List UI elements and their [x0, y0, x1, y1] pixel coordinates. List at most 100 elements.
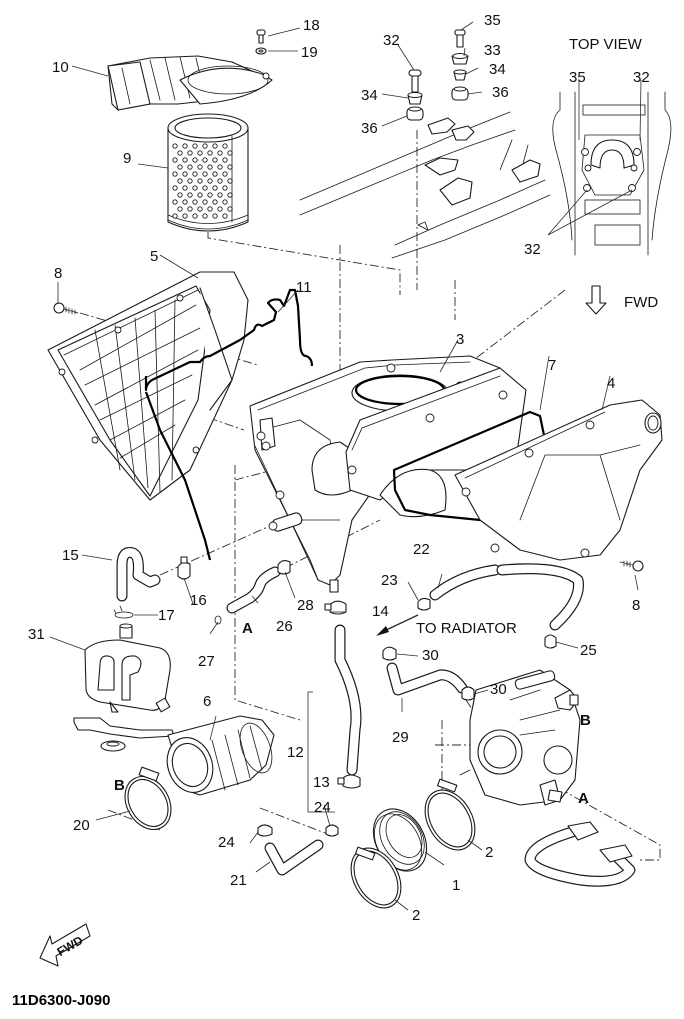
callout-18: 18 — [303, 17, 320, 34]
coolant-clamp-24-right[interactable] — [325, 824, 339, 837]
filter-perforation — [217, 164, 223, 170]
filter-perforation — [222, 185, 228, 191]
coolant-hose-21[interactable] — [264, 839, 324, 876]
callout-36-right: 36 — [492, 84, 509, 101]
mount-bolt-32[interactable] — [408, 69, 422, 93]
callout-24-right: 24 — [314, 799, 331, 816]
intake-duct-10[interactable] — [107, 55, 273, 111]
hose-clamp-2-upper[interactable] — [415, 778, 485, 859]
callout-8-right: 8 — [632, 597, 640, 614]
filter-perforation — [182, 171, 188, 177]
callout-35-hardware: 35 — [484, 12, 501, 29]
filter-perforation — [187, 206, 193, 212]
bushing-34-right[interactable] — [453, 69, 467, 81]
callout-12: 12 — [287, 744, 304, 761]
cover-screw-8-left[interactable] — [53, 302, 79, 315]
callout-34-right: 34 — [489, 61, 506, 78]
callout-15: 15 — [62, 547, 79, 564]
breather-hose-15[interactable] — [116, 547, 161, 602]
filter-perforation — [227, 164, 233, 170]
callout-11: 11 — [296, 279, 312, 296]
callout-4: 4 — [607, 375, 615, 392]
callout-13: 13 — [313, 774, 330, 791]
radiator-hose-clamp-23[interactable] — [417, 597, 431, 611]
callout-2-lower: 2 — [412, 907, 420, 924]
filter-perforation — [227, 150, 233, 156]
intake-adapter-6[interactable] — [160, 715, 278, 799]
callout-28: 28 — [297, 597, 314, 614]
callout-2-upper: 2 — [485, 844, 493, 861]
callout-8-left: 8 — [54, 265, 62, 282]
filter-perforation — [212, 185, 218, 191]
callout-17: 17 — [158, 607, 175, 624]
grommet-36-right[interactable] — [451, 86, 469, 101]
airbox-right-cover-4[interactable] — [454, 399, 663, 561]
vent-clamp-28[interactable] — [277, 559, 291, 575]
filter-perforation — [227, 206, 233, 212]
filter-perforation — [172, 185, 178, 191]
large-clamp-20[interactable] — [116, 766, 180, 838]
filter-perforation — [222, 213, 228, 219]
duct-washer-19[interactable] — [255, 47, 267, 55]
filter-perforation — [212, 143, 218, 149]
filter-perforation — [202, 157, 208, 163]
bypass-hose-29[interactable] — [386, 662, 468, 696]
airbox-left-cover-5[interactable] — [47, 271, 249, 501]
duct-bolt-18[interactable] — [256, 29, 266, 44]
oil-separator-31[interactable] — [73, 623, 175, 752]
filter-perforation — [207, 178, 213, 184]
bypass-clamp-30-top[interactable] — [382, 646, 397, 661]
callout-9: 9 — [123, 150, 131, 167]
intake-boot-1[interactable] — [363, 799, 438, 880]
callout-30-lower: 30 — [490, 681, 507, 698]
filter-perforation — [192, 213, 198, 219]
callout-24-left: 24 — [218, 834, 235, 851]
filter-perforation — [202, 143, 208, 149]
to-radiator-arrow-icon — [376, 614, 419, 636]
filter-perforation — [177, 206, 183, 212]
callouts: 10 9 18 19 5 8 11 3 7 4 8 32 35 33 34 36… — [12, 12, 658, 1009]
callout-7: 7 — [548, 357, 556, 374]
callout-6: 6 — [203, 693, 211, 710]
bypass-clamp-30-lower[interactable] — [461, 686, 475, 701]
filter-perforation — [222, 199, 228, 205]
filter-perforation — [202, 185, 208, 191]
filter-perforation — [222, 143, 228, 149]
leader-lines — [49, 21, 642, 911]
throttle-hose-clamp-25[interactable] — [544, 634, 557, 649]
callout-10: 10 — [52, 59, 69, 76]
filter-perforation — [172, 213, 178, 219]
breather-clamp-16[interactable] — [177, 556, 191, 580]
filter-perforation — [187, 192, 193, 198]
bushing-34-left[interactable] — [407, 92, 423, 105]
diagram-code: 11D6300-J090 — [12, 992, 110, 1009]
coolant-clamp-24-left[interactable] — [257, 824, 273, 837]
hose-clamp-2-lower[interactable] — [341, 839, 411, 916]
drain-hose-12[interactable] — [334, 624, 362, 776]
drain-clamp-13[interactable] — [337, 774, 361, 789]
filter-perforation — [197, 164, 203, 170]
filter-perforation — [197, 150, 203, 156]
filter-perforation — [192, 185, 198, 191]
spring-clip-17[interactable] — [113, 605, 134, 619]
cover-screw-8-right[interactable] — [619, 560, 644, 572]
filter-perforation — [192, 171, 198, 177]
callout-31: 31 — [28, 626, 45, 643]
filter-perforation — [217, 178, 223, 184]
fwd-arrow-icon — [585, 285, 607, 315]
radiator-hose-22[interactable] — [429, 563, 584, 631]
filter-perforation — [187, 164, 193, 170]
vent-hose-26[interactable] — [226, 566, 281, 614]
filter-perforation — [207, 150, 213, 156]
mount-bolt-35[interactable] — [454, 29, 466, 48]
collar-33[interactable] — [451, 53, 469, 65]
filter-perforation — [187, 150, 193, 156]
callout-32-hardware: 32 — [383, 32, 400, 49]
left-cover-gasket-11[interactable] — [144, 288, 314, 561]
grommet-36-left[interactable] — [406, 106, 424, 121]
vent-clip-27[interactable] — [214, 615, 222, 625]
air-filter-9[interactable] — [167, 113, 249, 232]
filter-perforation — [192, 143, 198, 149]
filter-perforation — [172, 157, 178, 163]
